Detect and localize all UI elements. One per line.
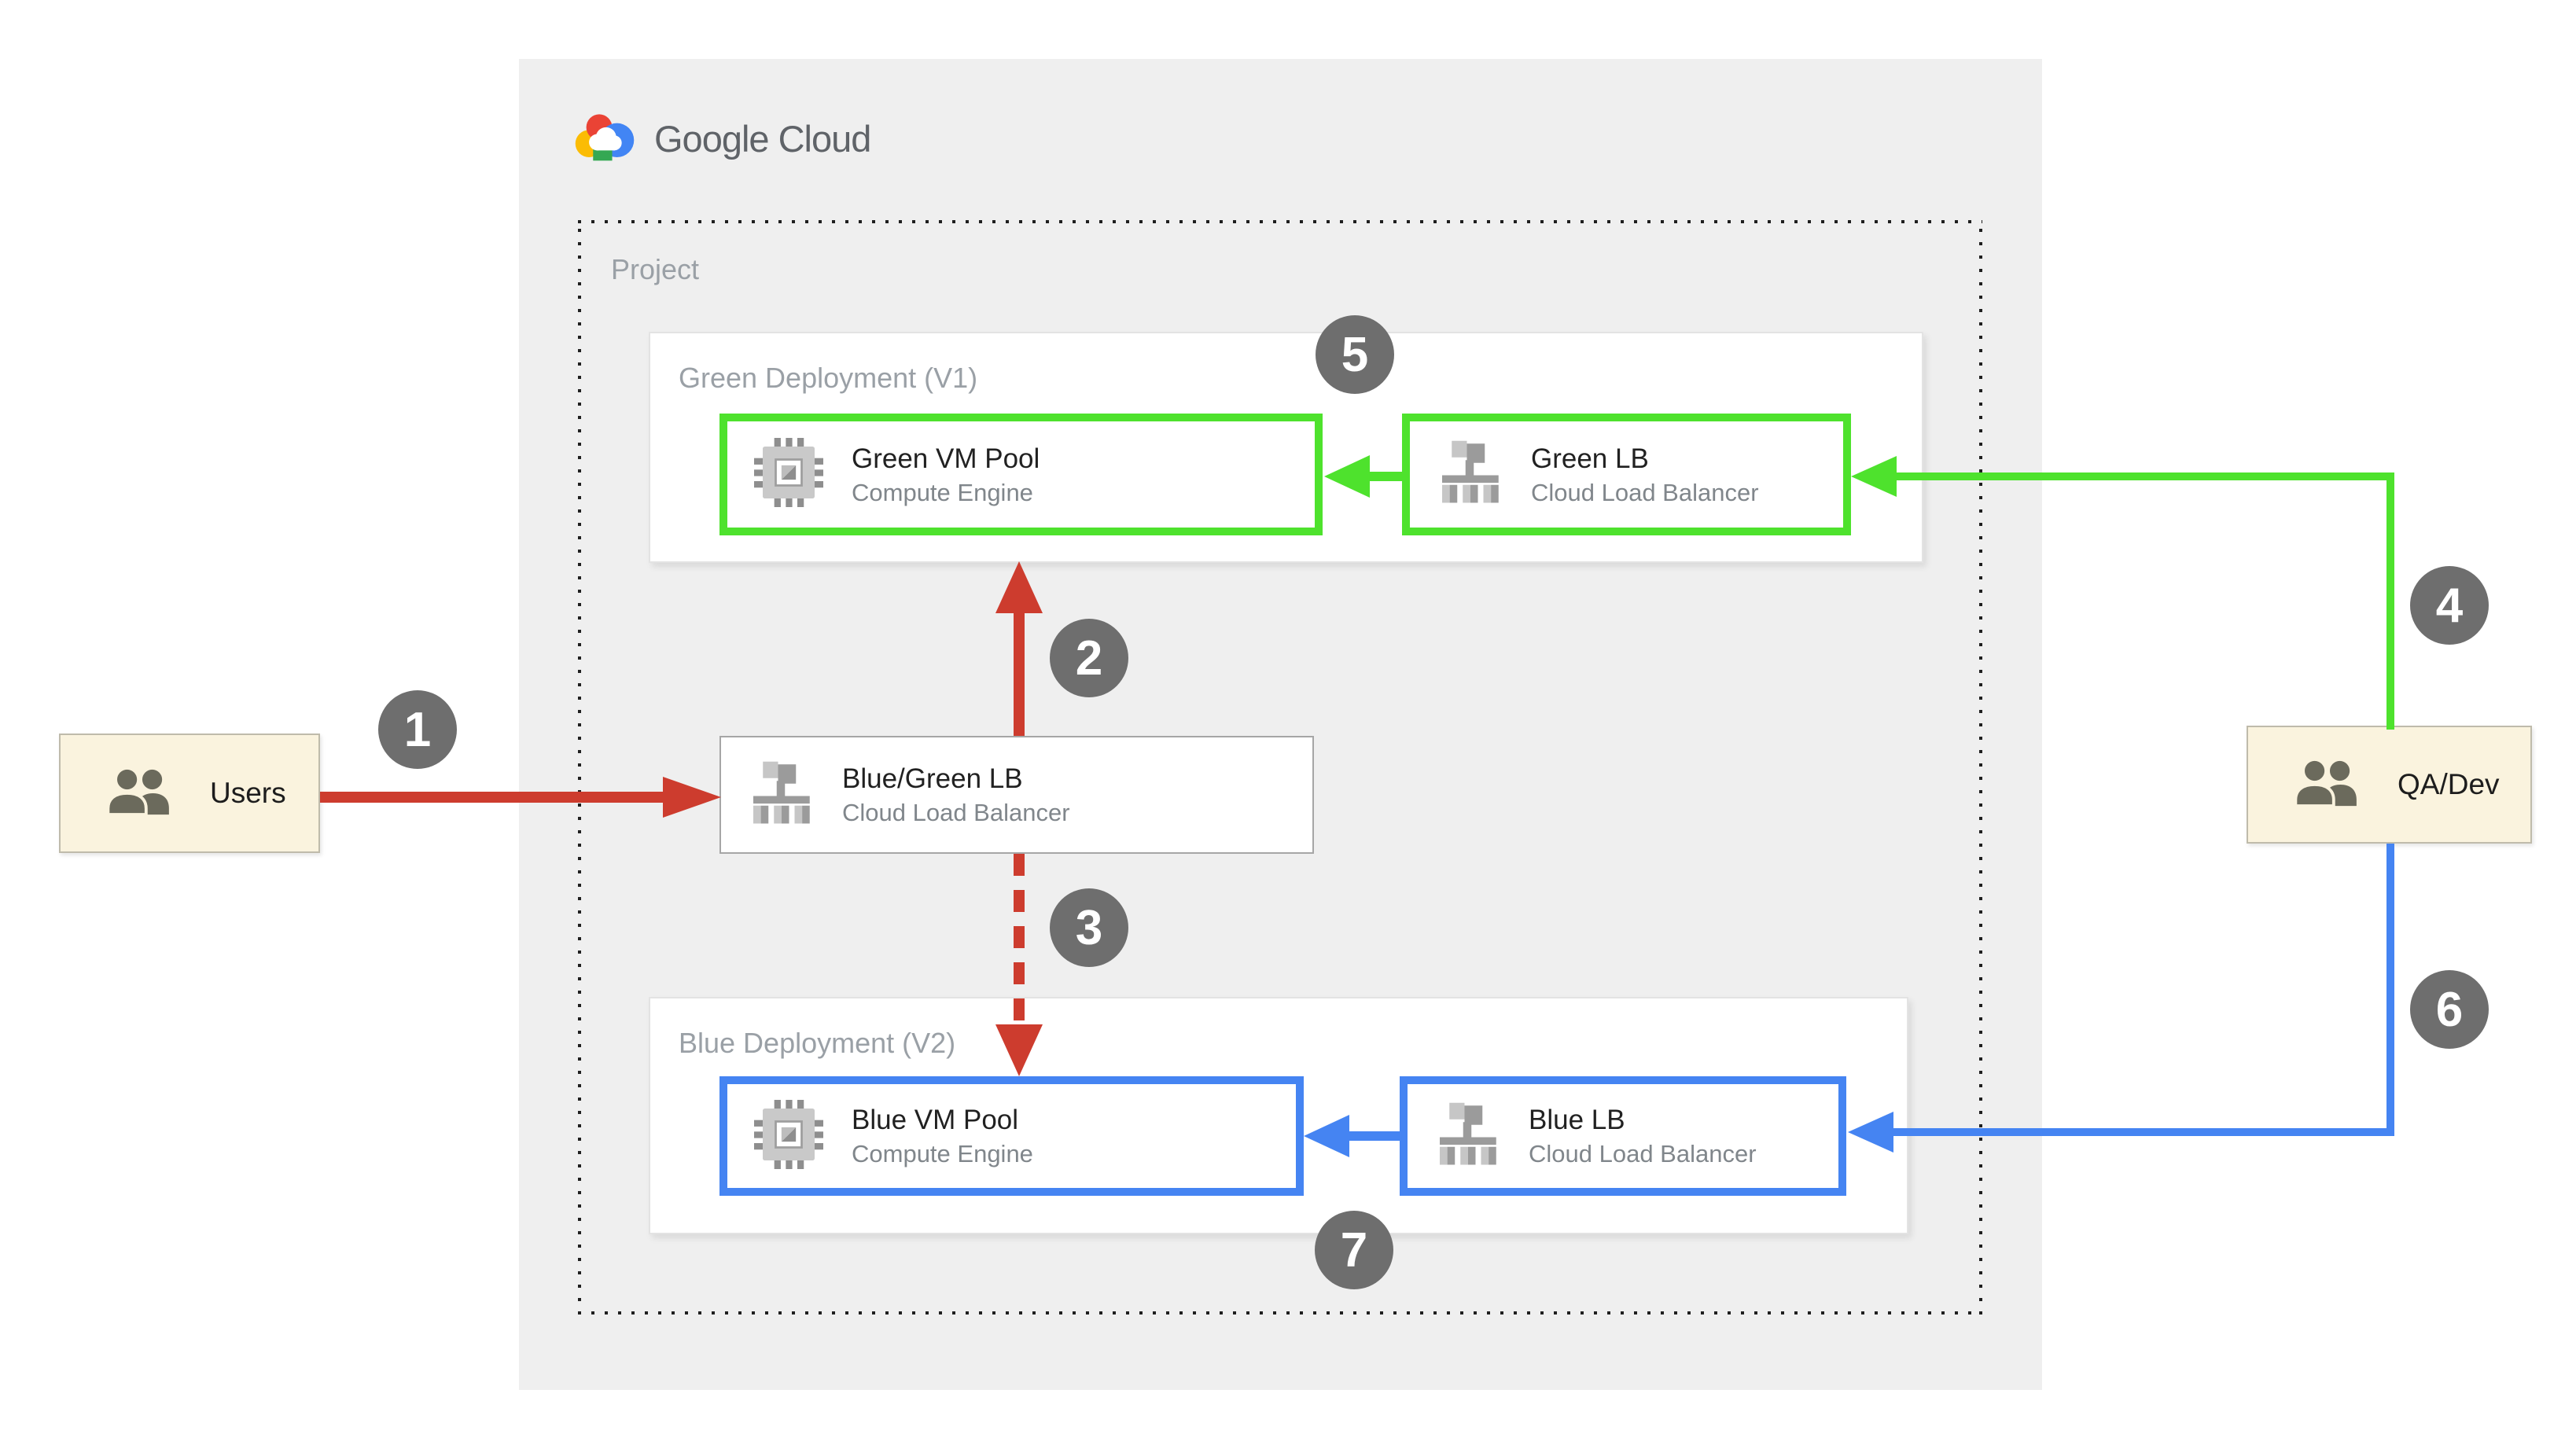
blue-deployment-label: Blue Deployment (V2) [679,1027,956,1059]
step-badge-2: 2 [1050,619,1128,697]
card-subtitle: Cloud Load Balancer [1529,1140,1757,1167]
green-lb-card: Green LB Cloud Load Balancer [1402,414,1851,535]
arrowhead-left-icon [1304,1115,1349,1157]
card-subtitle: Cloud Load Balancer [1531,478,1759,506]
arrowhead-left-icon [1851,456,1897,497]
arrowhead-left-icon [1848,1112,1893,1153]
users-actor-box: Users [59,734,320,853]
google-cloud-logo: Google Cloud [574,111,871,167]
green-vm-pool-card: Green VM Pool Compute Engine [719,414,1323,535]
qa-dev-actor-box: QA/Dev [2247,726,2532,844]
arrow-green-lb-to-green-vm [1368,472,1405,481]
users-icon [2292,759,2366,811]
arrowhead-down-icon [995,1024,1043,1076]
project-label: Project [611,253,700,285]
arrow-router-to-green-vm [1014,612,1025,736]
compute-engine-icon [754,438,823,511]
google-cloud-wordmark: Google Cloud [654,117,871,160]
arrowhead-right-icon [663,777,721,818]
card-title: Blue/Green LB [842,763,1023,794]
step-badge-5: 5 [1316,315,1394,394]
load-balancer-icon [1437,439,1503,509]
actor-label: QA/Dev [2398,768,2500,800]
green-deployment-label: Green Deployment (V1) [679,362,978,394]
arrow-qa-to-blue-lb-vertical [2386,844,2394,1136]
actor-label: Users [210,777,286,809]
step-badge-1: 1 [378,690,457,769]
compute-engine-icon [754,1099,823,1173]
users-icon [105,767,178,820]
step-badge-7: 7 [1315,1211,1393,1289]
arrowhead-left-icon [1324,455,1370,498]
google-cloud-icon [574,111,635,167]
arrow-blue-lb-to-blue-vm [1348,1131,1400,1141]
card-title: Green LB [1531,443,1649,474]
arrow-users-to-router [320,792,663,803]
load-balancer-icon [1434,1101,1500,1171]
card-subtitle: Cloud Load Balancer [842,799,1070,826]
arrow-router-to-blue-vm-dashed [1014,854,1025,1024]
card-subtitle: Compute Engine [852,1140,1033,1167]
arrow-qa-to-green-lb-horizontal [1895,472,2394,480]
arrow-qa-to-blue-lb-horizontal [1892,1128,2394,1136]
arrow-qa-to-green-lb-vertical [2386,472,2394,730]
card-title: Blue VM Pool [852,1105,1019,1135]
card-title: Blue LB [1529,1105,1625,1135]
arrowhead-up-icon [995,561,1043,613]
load-balancer-icon [748,760,814,830]
step-badge-6: 6 [2410,970,2489,1049]
card-subtitle: Compute Engine [852,478,1033,506]
step-badge-4: 4 [2410,566,2489,645]
blue-green-lb-card: Blue/Green LB Cloud Load Balancer [719,736,1314,854]
blue-lb-card: Blue LB Cloud Load Balancer [1400,1076,1846,1196]
step-badge-3: 3 [1050,888,1128,967]
blue-vm-pool-card: Blue VM Pool Compute Engine [719,1076,1304,1196]
card-title: Green VM Pool [852,443,1040,474]
